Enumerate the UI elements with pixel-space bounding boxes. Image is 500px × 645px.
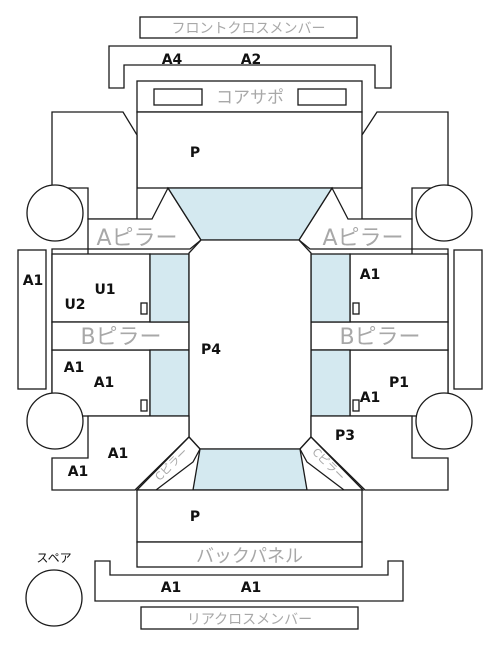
rear-windshield [192, 448, 308, 491]
front-left-window [149, 253, 190, 323]
right-rear-quarter [310, 415, 449, 491]
front-bumper-bracket [108, 45, 392, 89]
grade-front-right-door: A1 [360, 267, 381, 283]
front-right-door [349, 253, 449, 323]
grade-rear-left-door-1: A1 [64, 360, 85, 376]
grade-front-member-left: A4 [162, 52, 183, 68]
left-outer-side-panel [17, 249, 47, 390]
right-outer-side-panel [453, 249, 483, 390]
grade-left-rear-quarter-1: A1 [108, 446, 129, 462]
hood-panel [136, 111, 363, 189]
grade-right-rear-quarter: P3 [335, 428, 355, 444]
front-right-wheel [415, 184, 473, 242]
grade-rear-right-door-p: P1 [389, 375, 409, 391]
grade-hood: P [190, 145, 200, 161]
rear-cross-member-box [140, 606, 359, 630]
headlight-right [297, 88, 347, 106]
front-left-door-handle [140, 302, 148, 315]
c-pillar-right [299, 436, 365, 491]
grade-left-side-panel: A1 [23, 273, 44, 289]
back-panel-box [136, 541, 363, 568]
grade-rear-member-right: A1 [241, 580, 262, 596]
headlight-left [153, 88, 203, 106]
front-cross-member-box [139, 16, 358, 39]
rear-left-window [149, 349, 190, 417]
c-pillar-left [135, 436, 201, 491]
back-panel-label: バックパネル [196, 546, 303, 567]
grade-rear-left-door-2: A1 [94, 375, 115, 391]
grade-left-rear-quarter-2: A1 [68, 464, 89, 480]
spare-label: スペア [36, 551, 71, 565]
b-pillar-left-label: Bピラー [80, 325, 161, 350]
left-rear-quarter [51, 415, 190, 491]
rear-left-wheel [26, 392, 84, 450]
grade-rear-member-left: A1 [161, 580, 182, 596]
front-right-door-handle [352, 302, 360, 315]
rear-bumper-bracket [94, 560, 404, 602]
rear-right-wheel [415, 392, 473, 450]
front-right-window [310, 253, 351, 323]
grade-roof: P4 [201, 342, 221, 358]
rear-cross-member-label: リアクロスメンバー [187, 612, 312, 628]
spare-tire [25, 569, 83, 627]
a-pillar-right-label: Aピラー [322, 226, 403, 251]
front-cross-member-label: フロントクロスメンバー [172, 21, 326, 37]
grade-front-member-right: A2 [241, 52, 262, 68]
front-left-door [51, 253, 151, 323]
b-pillar-right-label: Bピラー [339, 325, 420, 350]
b-pillar-right [310, 321, 449, 351]
rear-right-door-handle [352, 399, 360, 412]
grade-rear-right-door-a: A1 [360, 390, 381, 406]
rear-left-door-handle [140, 399, 148, 412]
rear-right-window [310, 349, 351, 417]
front-left-wheel [26, 184, 84, 242]
grade-trunk: P [190, 509, 200, 525]
grade-front-left-door-lower: U2 [64, 297, 85, 313]
a-pillar-left-label: Aピラー [96, 226, 177, 251]
trunk-panel [136, 489, 363, 543]
core-support-label: コアサポ [216, 88, 284, 108]
grade-front-left-door-upper: U1 [94, 282, 115, 298]
